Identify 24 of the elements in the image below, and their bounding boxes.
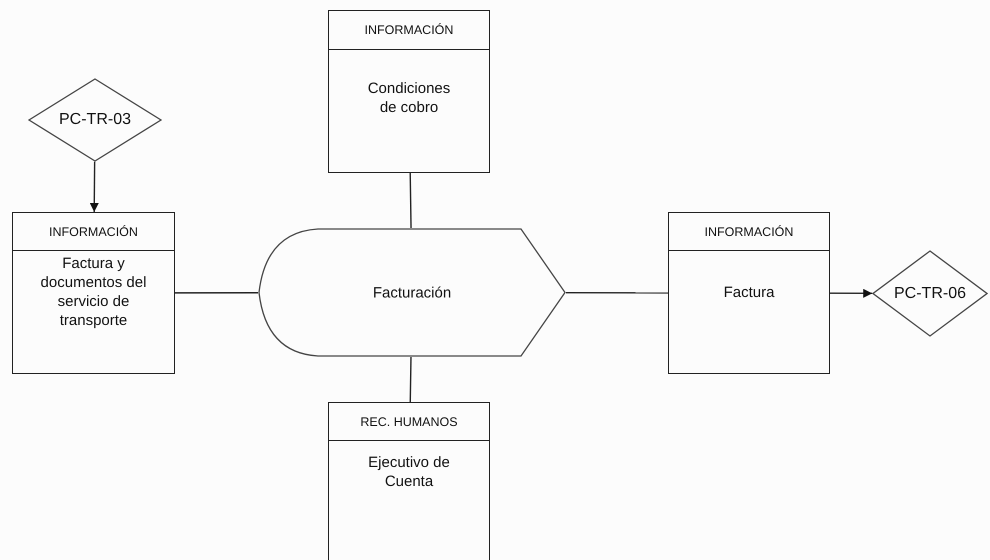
connector-line <box>410 356 412 402</box>
connector-line <box>175 292 258 294</box>
box-body-text: Factura <box>724 283 774 302</box>
information-box <box>328 402 490 560</box>
arrow <box>830 288 872 298</box>
connector-diamond <box>872 250 988 337</box>
process-shape <box>258 228 566 357</box>
box-body-text: Ejecutivo de Cuenta <box>367 453 451 491</box>
reference-code: PC-TR-06 <box>894 284 966 302</box>
process-label: Facturación <box>372 284 452 301</box>
box-header: INFORMACIÓN <box>49 224 138 241</box>
reference-code: PC-TR-03 <box>58 111 131 129</box>
connector-line <box>566 292 668 294</box>
arrow <box>90 162 99 212</box>
information-box <box>668 212 830 374</box>
box-body-text: Condiciones de cobro <box>366 79 452 117</box>
box-header: INFORMACIÓN <box>364 22 454 39</box>
box-header: REC. HUMANOS <box>360 414 458 431</box>
information-box <box>328 10 490 173</box>
information-box <box>12 212 175 374</box>
connector-line <box>410 172 412 228</box>
box-header: INFORMACIÓN <box>704 224 794 241</box>
connector-diamond <box>28 78 162 162</box>
box-body-text: Factura y documentos del servicio de transporte <box>40 254 148 330</box>
